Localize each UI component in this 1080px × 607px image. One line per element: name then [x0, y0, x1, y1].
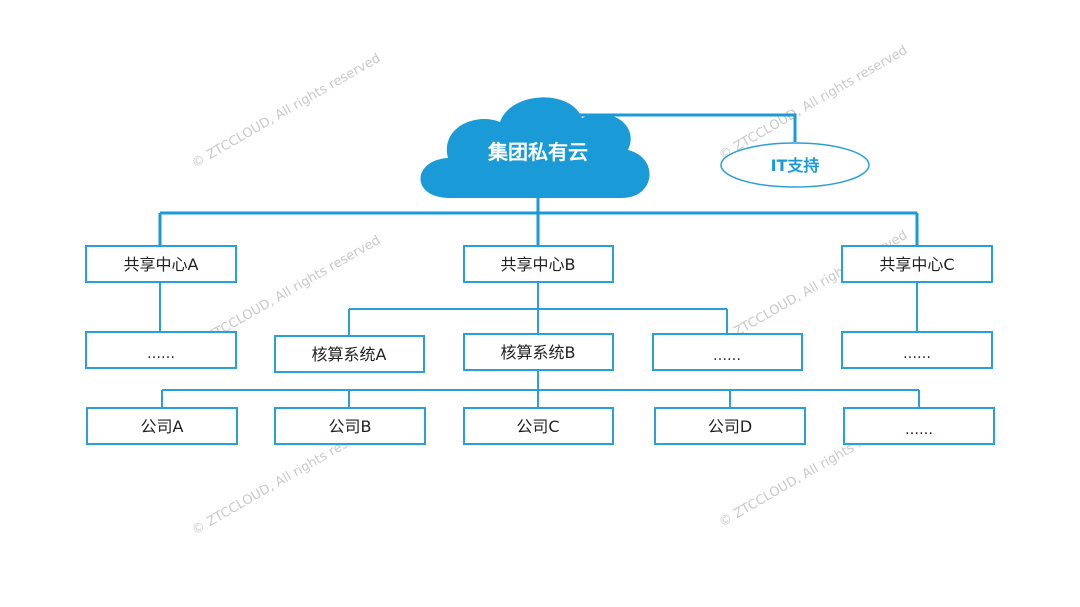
- accounting-system-a-box: [274, 335, 425, 373]
- shared-center-b-box: [463, 245, 614, 283]
- shared-center-c[interactable]: 共享中心C: [841, 245, 993, 283]
- company-b-box: [274, 407, 426, 445]
- watermark-1: © ZTCCLOUD, All rights reserved: [190, 51, 384, 171]
- accounting-system-a[interactable]: 核算系统A: [274, 335, 425, 373]
- center-a-more-box: [85, 331, 237, 369]
- company-d-box: [654, 407, 806, 445]
- cloud-icon: [420, 97, 650, 198]
- center-b-more-label: ……: [713, 348, 741, 364]
- shared-center-b[interactable]: 共享中心B: [463, 245, 614, 283]
- center-c-more-label: ……: [903, 346, 931, 362]
- company-c-box: [463, 407, 614, 445]
- accounting-system-b[interactable]: 核算系统B: [463, 333, 614, 371]
- connectors-thin: [159, 282, 920, 408]
- cloud-it-connector: [570, 113, 797, 142]
- shared-center-c-label: 共享中心C: [879, 255, 954, 274]
- center-b-more[interactable]: ……: [652, 333, 803, 371]
- company-b-label: 公司B: [329, 417, 372, 436]
- shared-center-a[interactable]: 共享中心A: [85, 245, 237, 283]
- accounting-system-b-box: [463, 333, 614, 371]
- company-c[interactable]: 公司C: [463, 407, 614, 445]
- company-d[interactable]: 公司D: [654, 407, 806, 445]
- shared-center-a-label: 共享中心A: [124, 255, 199, 274]
- accounting-system-a-label: 核算系统A: [312, 345, 387, 364]
- cloud-label: 集团私有云: [487, 140, 588, 164]
- shared-center-a-box: [85, 245, 237, 283]
- shared-center-c-box: [841, 245, 993, 283]
- company-more[interactable]: ……: [843, 407, 995, 445]
- it-support-node[interactable]: IT支持: [720, 142, 870, 188]
- center-c-more-box: [841, 331, 993, 369]
- center-a-more[interactable]: ……: [85, 331, 237, 369]
- company-a[interactable]: 公司A: [86, 407, 238, 445]
- connectors: [158, 113, 919, 246]
- company-d-label: 公司D: [708, 417, 752, 436]
- center-c-more[interactable]: ……: [841, 331, 993, 369]
- company-c-label: 公司C: [516, 417, 559, 436]
- shared-center-b-label: 共享中心B: [501, 255, 576, 274]
- company-b[interactable]: 公司B: [274, 407, 426, 445]
- company-more-label: ……: [905, 422, 933, 438]
- it-support-label: IT支持: [771, 156, 820, 175]
- center-a-more-label: ……: [147, 346, 175, 362]
- center-b-more-box: [652, 333, 803, 371]
- group-private-cloud[interactable]: 集团私有云: [420, 97, 650, 198]
- accounting-system-b-label: 核算系统B: [501, 343, 576, 362]
- company-a-label: 公司A: [141, 417, 184, 436]
- company-more-box: [843, 407, 995, 445]
- it-support-ellipse: [720, 142, 870, 188]
- company-a-box: [86, 407, 238, 445]
